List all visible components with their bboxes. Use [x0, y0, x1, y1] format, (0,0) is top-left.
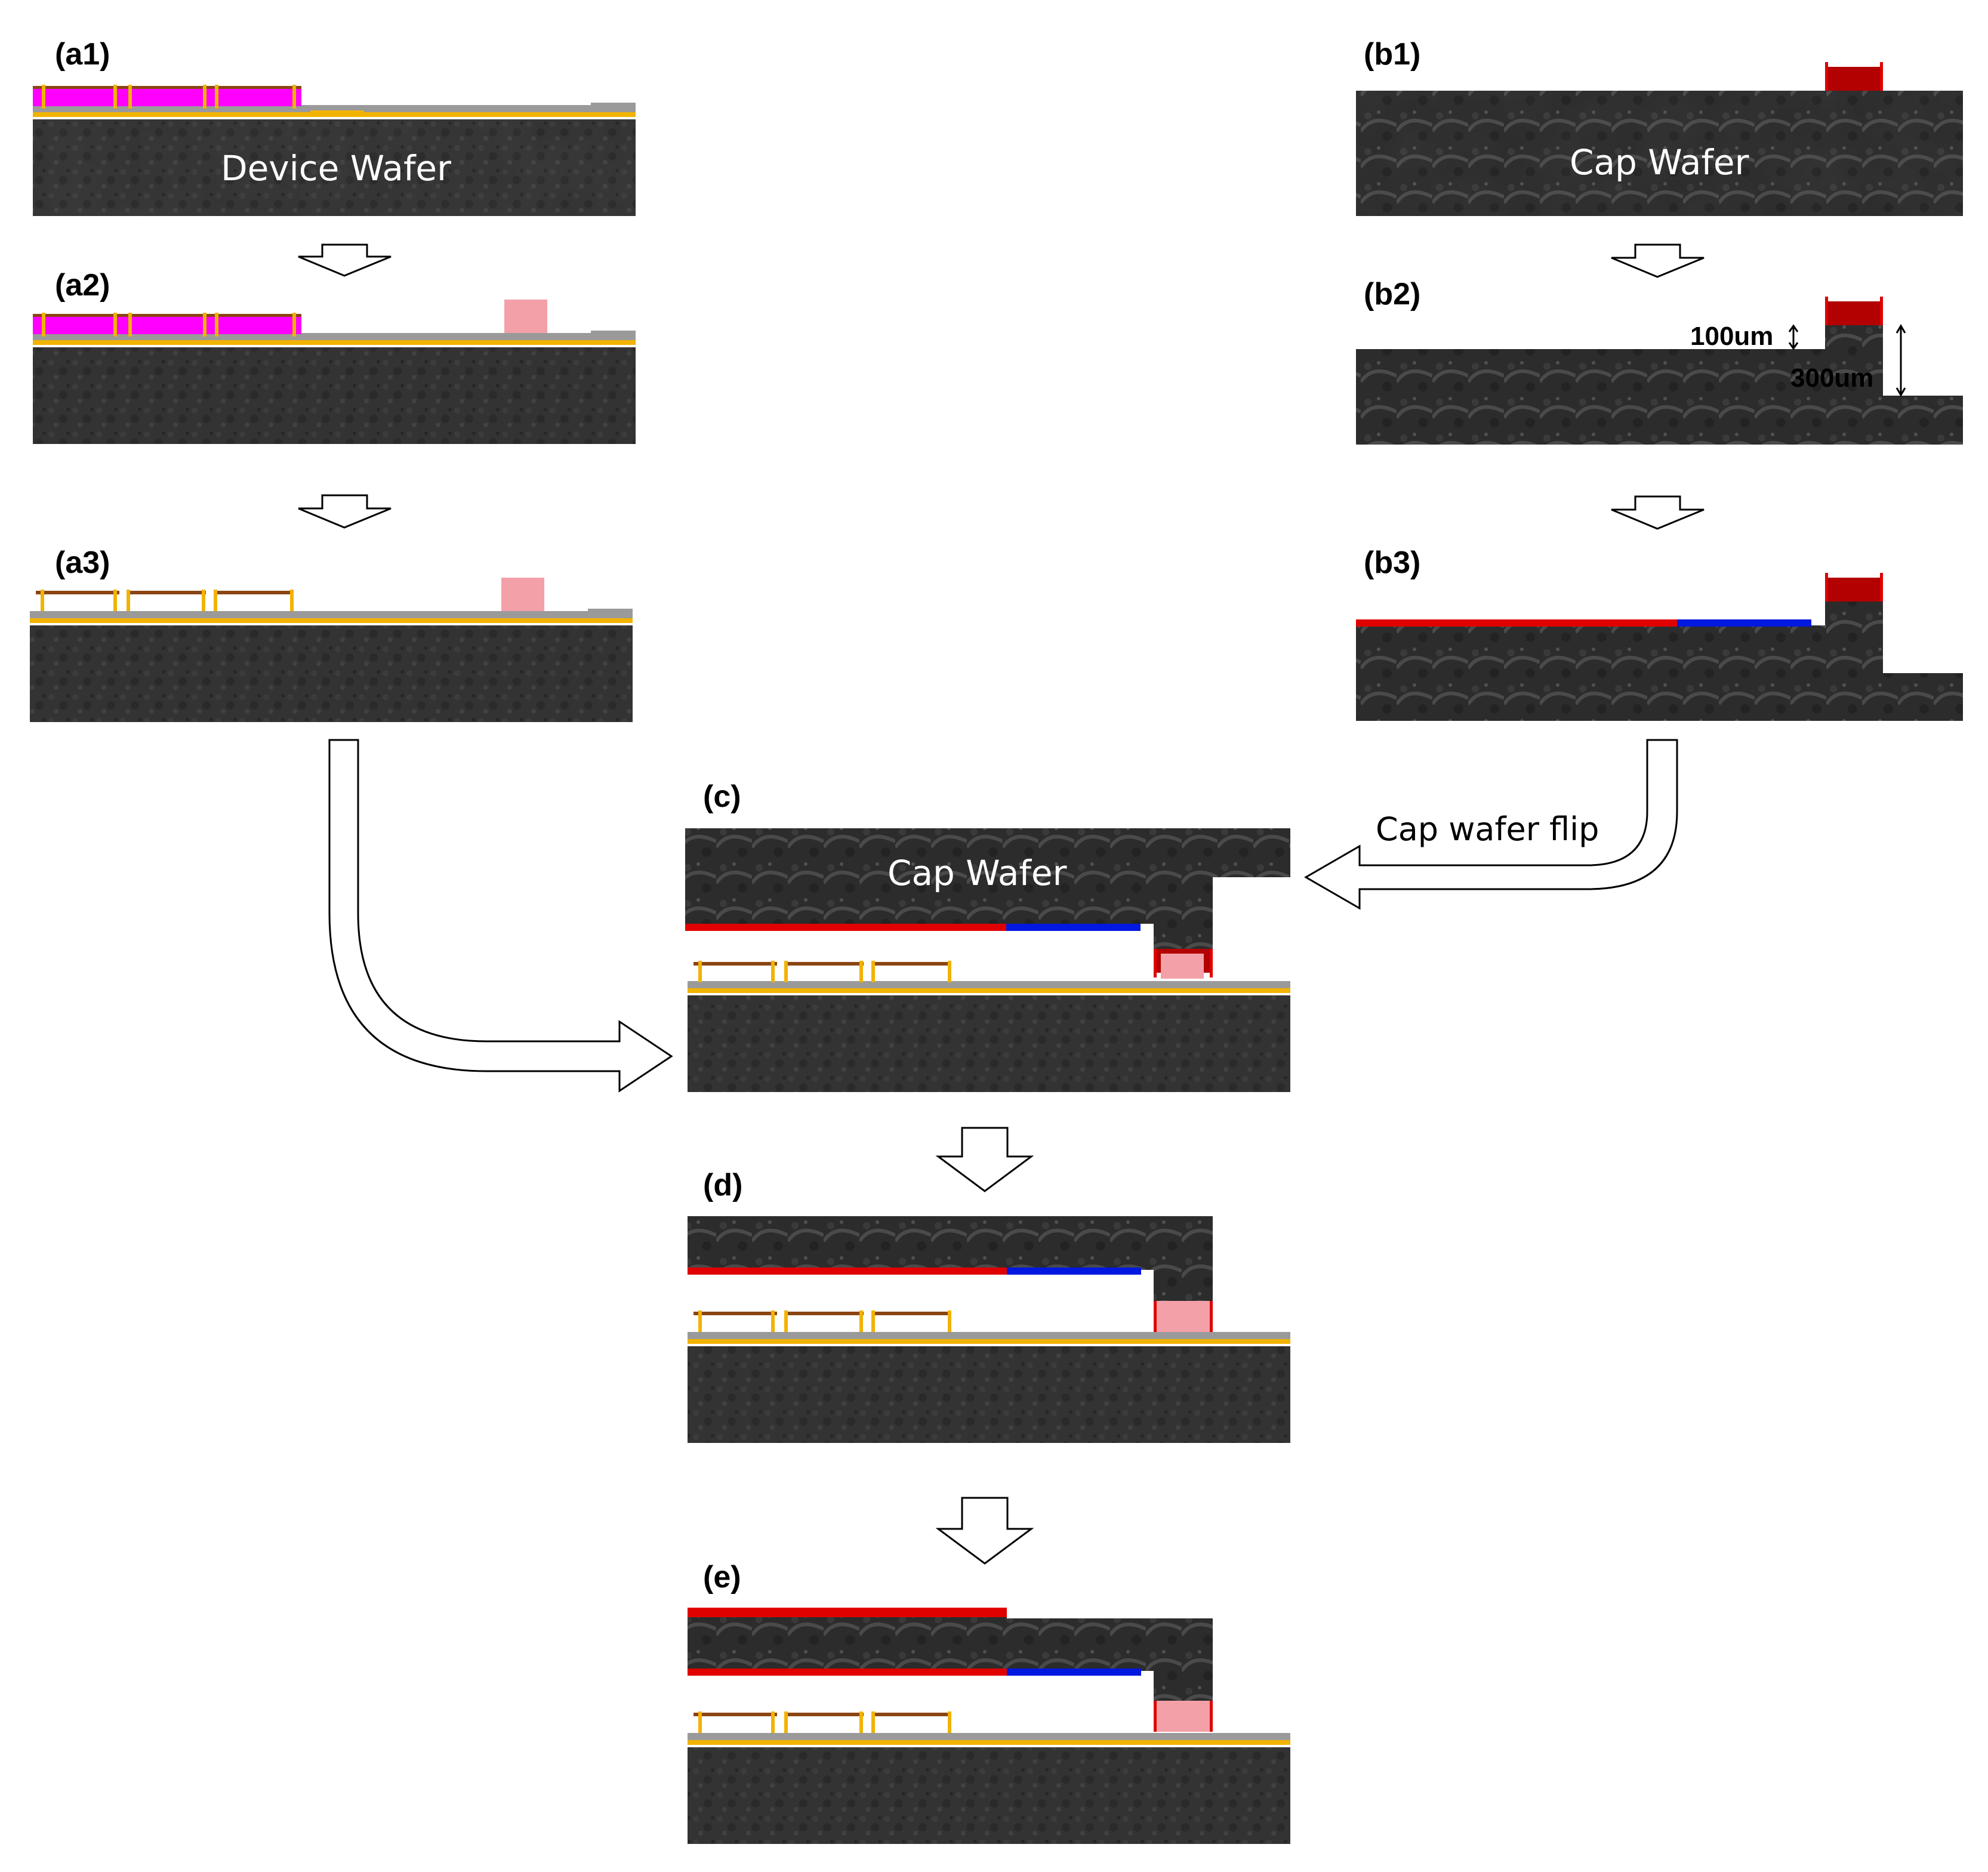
device-wafer-a3 [30, 578, 633, 722]
device-wafer-a2 [33, 300, 636, 444]
red-film-b3 [1356, 619, 1677, 627]
cap-wafer-b2: 100um 300um [1356, 297, 1963, 445]
dimension-label-100um: 100um [1690, 322, 1773, 351]
device-wafer-a1: Device Wafer [33, 85, 636, 216]
cap-wafer-b1: Cap Wafer [1356, 62, 1963, 216]
cap-wafer-label-c: Cap Wafer [887, 853, 1067, 893]
panel-label-b3: (b3) [1364, 545, 1420, 580]
arrow-a3-to-c [328, 739, 673, 1093]
panel-label-b2: (b2) [1364, 277, 1420, 312]
panel-label-b1: (b1) [1364, 37, 1420, 72]
panel-label-e: (e) [703, 1560, 741, 1595]
panel-label-d: (d) [703, 1168, 742, 1202]
assembly-d [688, 1216, 1290, 1443]
dimension-total [1895, 324, 1906, 397]
cap-wafer-label-b1: Cap Wafer [1570, 142, 1749, 183]
dimension-step [1788, 324, 1799, 350]
panel-label-a3: (a3) [55, 545, 110, 580]
arrow-b2-b3 [1611, 495, 1705, 530]
device-wafer-label: Device Wafer [221, 148, 451, 189]
panel-label-a2: (a2) [55, 268, 110, 303]
pink-block-a3 [501, 578, 544, 611]
flip-label: Cap wafer flip [1376, 810, 1599, 848]
panel-label-c: (c) [703, 779, 741, 814]
assembly-c: Cap Wafer [685, 828, 1290, 1092]
assembly-e [688, 1608, 1290, 1844]
arrow-a2-a3 [298, 494, 392, 529]
pink-block-a2 [504, 300, 547, 333]
arrow-a1-a2 [298, 243, 392, 277]
arrow-d-e [935, 1497, 1034, 1565]
arrow-b1-b2 [1611, 243, 1705, 278]
arrow-c-d [935, 1127, 1034, 1192]
blue-film-b3 [1677, 619, 1811, 627]
panel-label-a1: (a1) [55, 37, 110, 72]
cap-wafer-b3 [1356, 573, 1963, 721]
dimension-label-300um: 300um [1790, 363, 1873, 393]
arrow-b3-to-c [1304, 739, 1678, 910]
